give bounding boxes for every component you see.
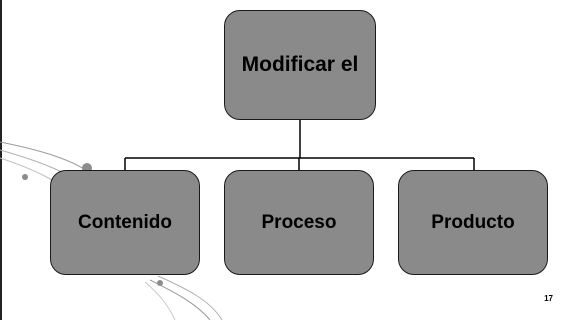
child-node-label: Proceso [261, 211, 337, 233]
swirl-dot [22, 174, 28, 180]
page-number: 17 [544, 294, 553, 303]
child-node-contenido: Contenido [50, 170, 200, 275]
swirl-curve [149, 279, 211, 320]
swirl-dot [157, 280, 163, 286]
child-node-proceso: Proceso [224, 170, 374, 275]
root-node-label: Modificar el [241, 53, 359, 76]
swirl-curve [144, 281, 176, 320]
child-node-label: Contenido [78, 211, 172, 233]
child-node-label: Producto [431, 211, 515, 233]
left-edge-stripe [0, 0, 2, 320]
root-node: Modificar el [224, 10, 376, 120]
swirl-curve [157, 275, 223, 320]
child-node-producto: Producto [398, 170, 548, 275]
